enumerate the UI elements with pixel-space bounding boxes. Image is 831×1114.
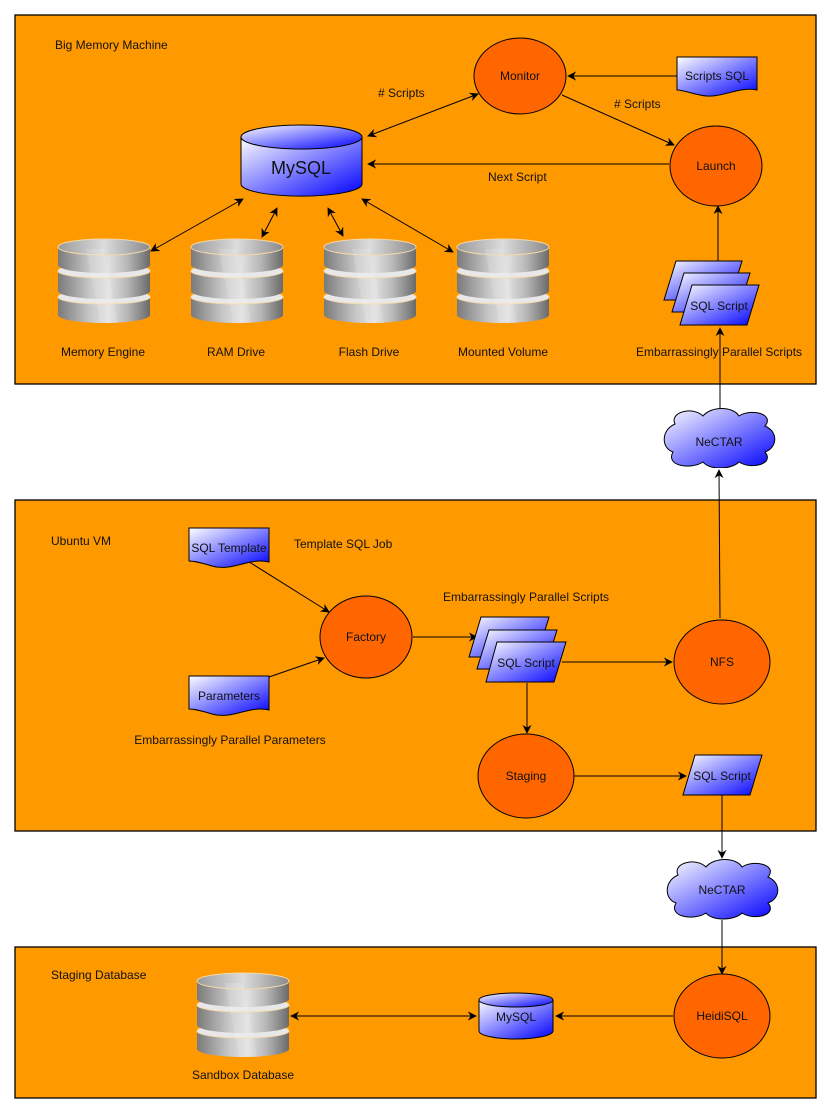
mysql-small-database[interactable]: MySQL <box>478 992 554 1040</box>
mounted-volume-storage[interactable]: Mounted Volume <box>456 238 550 359</box>
sql-script-stack-top-label: SQL Script <box>690 299 748 313</box>
edge-label-scripts-count-1: # Scripts <box>378 86 425 100</box>
heidisql-label: HeidiSQL <box>696 1009 748 1023</box>
memory-engine-storage[interactable]: Memory Engine <box>57 238 151 359</box>
nectar-2-label: NeCTAR <box>698 883 745 897</box>
parallel-parameters-label: Embarrassingly Parallel Parameters <box>134 733 325 747</box>
scripts-sql-document[interactable]: Scripts SQL <box>676 56 758 97</box>
edge-mysql-memory-engine <box>150 198 244 252</box>
memory-engine-label: Memory Engine <box>61 345 145 359</box>
parameters-document[interactable]: Parameters <box>188 675 270 716</box>
sql-template-document[interactable]: SQL Template <box>188 527 270 568</box>
mysql-small-label: MySQL <box>496 1010 536 1024</box>
sql-script-single[interactable]: SQL Script <box>682 754 763 796</box>
parallel-scripts-top-label: Embarrassingly Parallel Scripts <box>636 345 802 359</box>
edge-label-next-script: Next Script <box>488 170 547 184</box>
edge-template-factory <box>245 559 330 613</box>
edge-monitor-launch <box>561 94 675 146</box>
monitor-process[interactable]: Monitor <box>473 37 567 115</box>
heidisql-process[interactable]: HeidiSQL <box>673 973 771 1059</box>
mounted-volume-label: Mounted Volume <box>458 345 548 359</box>
edge-mysql-monitor <box>367 92 479 138</box>
launch-process[interactable]: Launch <box>669 125 763 207</box>
mysql-main-database[interactable]: MySQL <box>240 124 363 197</box>
ram-drive-label: RAM Drive <box>207 345 265 359</box>
staging-process[interactable]: Staging <box>477 733 575 819</box>
edge-mysql-flash-drive <box>327 207 344 237</box>
factory-process[interactable]: Factory <box>319 595 413 679</box>
nfs-label: NFS <box>710 655 734 669</box>
edge-label-scripts-count-2: # Scripts <box>614 97 661 111</box>
disk-stack-icon <box>196 972 290 1058</box>
nectar-1-label: NeCTAR <box>695 435 742 449</box>
mysql-main-label: MySQL <box>271 158 331 178</box>
sql-script-single-label: SQL Script <box>693 769 751 783</box>
sql-script-stack-mid[interactable]: SQL Script <box>468 616 567 683</box>
sandbox-database-storage[interactable]: Sandbox Database <box>192 972 294 1082</box>
nfs-process[interactable]: NFS <box>673 619 771 705</box>
staging-label: Staging <box>506 769 547 783</box>
flash-drive-label: Flash Drive <box>339 345 400 359</box>
disk-stack-icon <box>323 238 417 324</box>
ram-drive-storage[interactable]: RAM Drive <box>190 238 284 359</box>
sandbox-database-label: Sandbox Database <box>192 1068 294 1082</box>
sql-script-stack-mid-label: SQL Script <box>497 656 555 670</box>
template-sql-job-label: Template SQL Job <box>294 537 393 551</box>
monitor-label: Monitor <box>500 69 540 83</box>
disk-stack-icon <box>57 238 151 324</box>
launch-label: Launch <box>696 159 735 173</box>
parameters-label: Parameters <box>198 689 260 703</box>
edge-mysql-ram-drive <box>261 207 278 238</box>
scripts-sql-label: Scripts SQL <box>685 69 749 83</box>
nectar-cloud-1[interactable]: NeCTAR <box>663 408 776 469</box>
edge-parameters-factory <box>268 656 325 678</box>
flash-drive-storage[interactable]: Flash Drive <box>323 238 417 359</box>
parallel-scripts-mid-label: Embarrassingly Parallel Scripts <box>443 590 609 604</box>
edge-mysql-mounted-volume <box>361 198 454 253</box>
edge-nfs-nectar <box>714 469 724 619</box>
nectar-cloud-2[interactable]: NeCTAR <box>666 858 779 920</box>
staging-database-title: Staging Database <box>51 968 147 982</box>
ubuntu-vm-title: Ubuntu VM <box>51 534 111 548</box>
factory-label: Factory <box>346 630 386 644</box>
disk-stack-icon <box>190 238 284 324</box>
sql-script-stack-top[interactable]: SQL Script <box>663 260 760 326</box>
big-memory-machine-title: Big Memory Machine <box>55 38 168 52</box>
disk-stack-icon <box>456 238 550 324</box>
sql-template-label: SQL Template <box>191 541 267 555</box>
